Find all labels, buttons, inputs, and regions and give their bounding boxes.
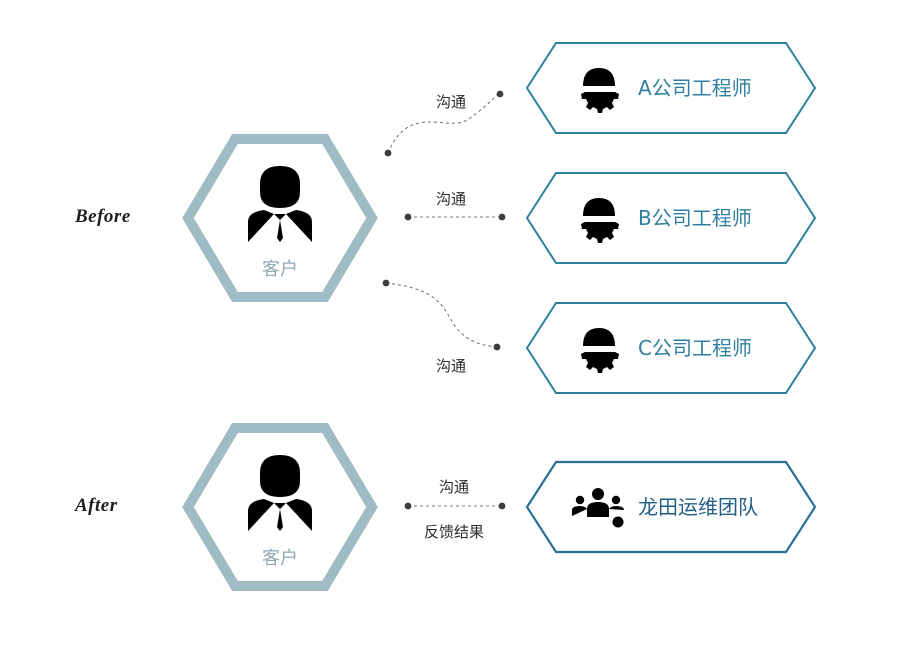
team-node: 龙田运维团队 — [525, 460, 817, 554]
engineer-label-c: C公司工程师 — [638, 336, 752, 360]
engineer-node-a: A公司工程师 — [525, 42, 817, 134]
connector-before-bottom: 沟通 — [382, 279, 501, 375]
connector-label-communicate: 沟通 — [439, 478, 469, 496]
team-box — [525, 460, 817, 554]
connector-label-feedback: 反馈结果 — [424, 523, 484, 541]
connector-label: 沟通 — [436, 357, 466, 375]
engineer-node-c: C公司工程师 — [525, 302, 817, 394]
connector-before-top: 沟通 — [384, 90, 504, 157]
connector-before-middle: 沟通 — [404, 190, 506, 221]
connector-label: 沟通 — [436, 190, 466, 208]
connector-after: 沟通 反馈结果 — [404, 478, 506, 541]
engineer-label-b: B公司工程师 — [638, 206, 752, 230]
client-node-after: 客户 — [182, 423, 378, 591]
engineer-node-b: B公司工程师 — [525, 172, 817, 264]
section-label-after: After — [74, 495, 118, 516]
engineer-label-a: A公司工程师 — [638, 76, 752, 100]
client-label: 客户 — [262, 548, 298, 569]
team-label: 龙田运维团队 — [638, 495, 758, 519]
section-label-before: Before — [74, 206, 131, 227]
connector-label: 沟通 — [436, 93, 466, 111]
client-node-before: 客户 — [182, 134, 378, 302]
client-label: 客户 — [262, 259, 298, 280]
